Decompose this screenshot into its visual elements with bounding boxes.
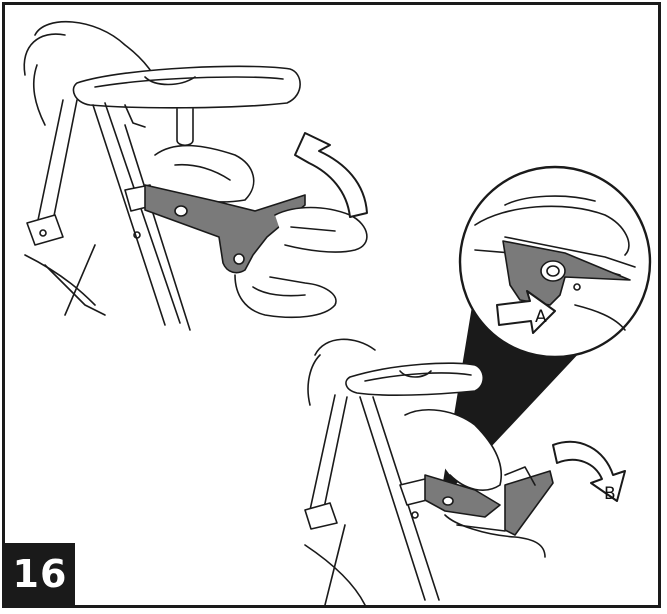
callout-a-label: A xyxy=(535,307,547,327)
chair-bottom-right: B xyxy=(305,339,625,605)
chair-top-left xyxy=(24,22,367,330)
instruction-panel: A xyxy=(2,2,661,608)
illustration: A xyxy=(5,5,661,608)
step-number-badge: 16 xyxy=(5,543,75,605)
callout-b-label: B xyxy=(604,484,616,504)
